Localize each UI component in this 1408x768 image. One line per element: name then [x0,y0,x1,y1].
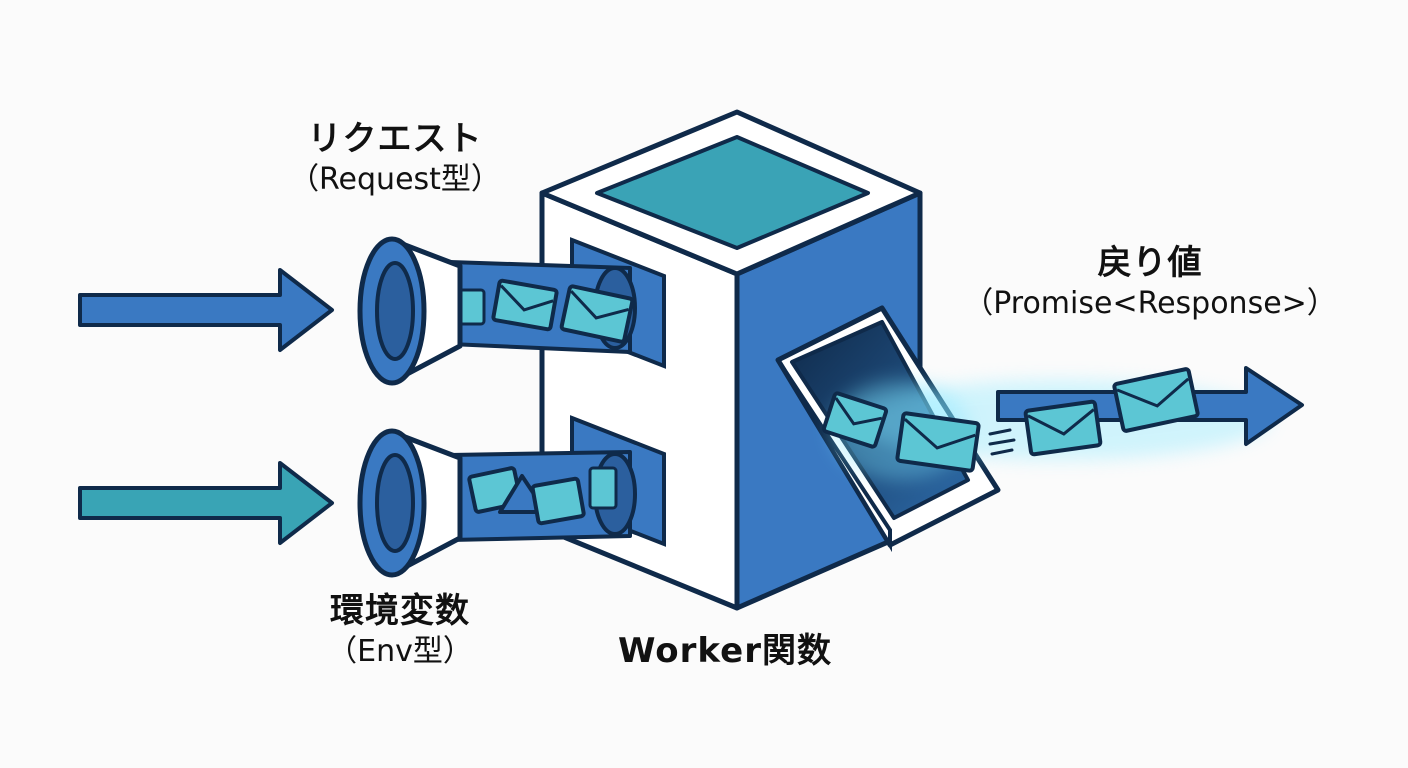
env-input-arrow [78,461,334,545]
output-envelope [821,391,889,449]
worker-box-top-panel [595,135,870,250]
output-envelope [1023,399,1103,457]
request-envelope [491,278,559,332]
request-label-name: リクエスト [307,119,483,159]
env-label: 環境変数 （Env型） [300,590,500,670]
request-envelope [559,284,635,344]
request-pipe [448,260,637,354]
env-label-type: （Env型） [327,633,473,669]
request-input-arrow [78,268,334,352]
return-label-type: （Promise<Response>） [963,285,1337,321]
output-envelope [1112,367,1200,433]
request-funnel [357,236,463,386]
output-envelope [895,411,981,473]
env-label-name: 環境変数 [330,591,470,631]
env-funnel [357,428,463,578]
return-label: 戻り値 （Promise<Response>） [940,242,1360,322]
request-label: リクエスト （Request型） [270,118,520,198]
request-label-type: （Request型） [289,161,501,197]
env-pipe [448,450,637,542]
worker-label-name: Worker関数 [618,631,832,671]
return-label-name: 戻り値 [1097,243,1203,283]
worker-label: Worker関数 [590,630,860,673]
